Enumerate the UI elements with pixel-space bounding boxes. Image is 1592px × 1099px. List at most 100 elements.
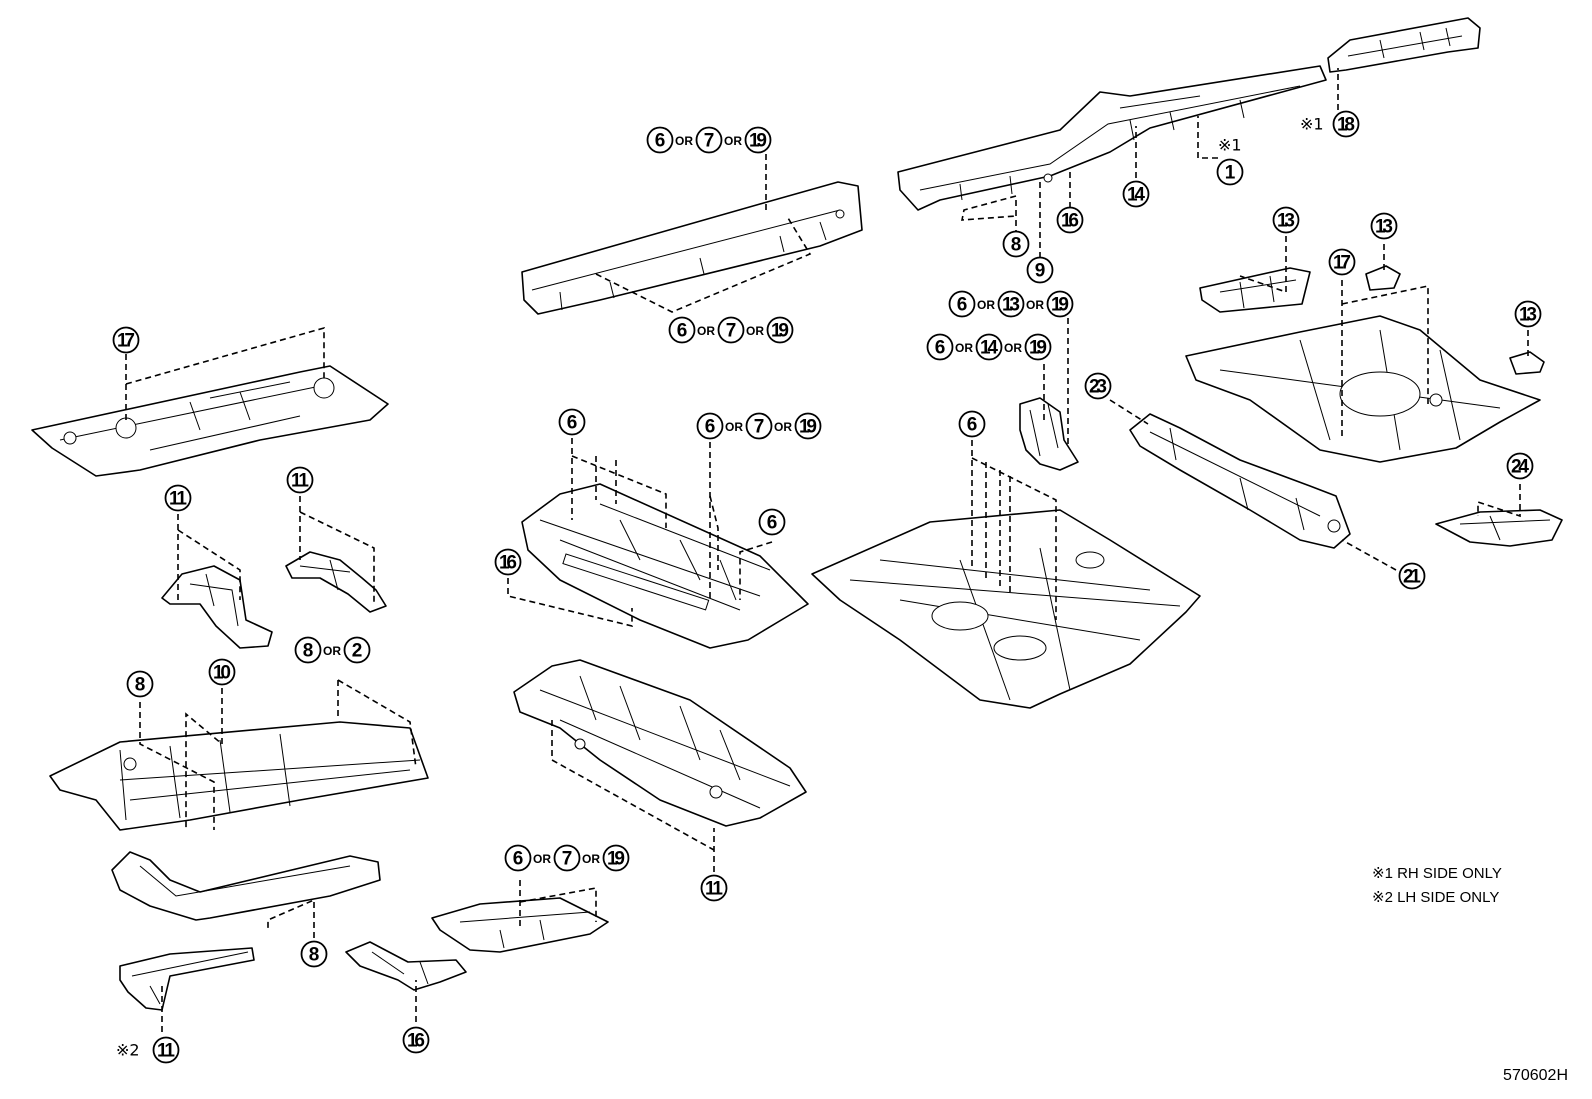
part-drawings [31, 17, 1563, 1011]
callout-circle [1216, 158, 1244, 186]
callout-number: 17 [1333, 253, 1351, 274]
connector-or: OR [1026, 298, 1044, 312]
callout-group-item: 19 [794, 412, 822, 440]
callout-circle [558, 408, 586, 436]
callout-number: 19 [799, 417, 817, 438]
callout-c1: 1 [1216, 158, 1244, 186]
callout-number: 11 [291, 471, 309, 492]
callout-circle [164, 484, 192, 512]
part-floor-tunnel-panel [521, 483, 809, 649]
part-front-floor-side-member [49, 721, 429, 831]
callout-number: 14 [980, 338, 998, 359]
connector-or: OR [955, 341, 973, 355]
connector-or: OR [582, 852, 600, 866]
callout-circle [1002, 230, 1030, 258]
callout-group-item: 8 [294, 636, 322, 664]
callout-circle [494, 548, 522, 576]
callout-c17a: 17 [112, 326, 140, 354]
connector-or: OR [675, 134, 693, 148]
callout-circle [700, 874, 728, 902]
part-rear-floor-pan [1185, 315, 1541, 463]
part-lh-bracket [119, 947, 255, 1011]
callout-c6a: 6 [558, 408, 586, 436]
note-rh-side-only: ※1 RH SIDE ONLY [1372, 865, 1502, 882]
callout-c14: 14 [1122, 180, 1150, 208]
callout-number: 6 [935, 338, 946, 359]
callout-number: 11 [157, 1041, 175, 1062]
callout-number: 7 [704, 131, 715, 152]
callout-group-item: 6 [668, 316, 696, 344]
callout-number: 6 [957, 295, 968, 316]
callout-circle [646, 126, 674, 154]
callout-circle [1332, 110, 1360, 138]
callout-circle [717, 316, 745, 344]
callout-number: 13 [1375, 217, 1393, 238]
callout-group-item: 7 [553, 844, 581, 872]
callout-number: 19 [607, 849, 625, 870]
callout-number: 8 [309, 945, 320, 966]
part-front-floor-pan [31, 365, 389, 477]
part-rear-small-pan [1199, 267, 1311, 313]
part-rear-panel-24 [1435, 509, 1563, 547]
connector-or: OR [774, 420, 792, 434]
callout-c21: 21 [1398, 562, 1426, 590]
callout-group-item: 6 [926, 333, 954, 361]
callout-number: 21 [1403, 567, 1421, 588]
callout-group-item: 2 [343, 636, 371, 664]
callout-number: 6 [513, 849, 524, 870]
part-upright-bracket [1019, 397, 1079, 471]
callout-number: 6 [655, 131, 666, 152]
part-bracket-13-right [1509, 351, 1545, 375]
part-main-floor-pan [811, 509, 1201, 709]
callout-number: 16 [499, 553, 517, 574]
callout-circle [1024, 333, 1052, 361]
callout-c8a: 8 [1002, 230, 1030, 258]
callout-c18: 18 [1332, 110, 1360, 138]
callout-circle [1122, 180, 1150, 208]
diagram-code: 570602H [1503, 1067, 1568, 1084]
connector-or: OR [977, 298, 995, 312]
callout-number: 1 [1225, 163, 1236, 184]
callout-group-item: 6 [948, 290, 976, 318]
callout-circle [286, 466, 314, 494]
callout-c13c: 13 [1514, 300, 1542, 328]
part-rear-bracket-rh [1327, 17, 1481, 73]
callout-circle [744, 126, 772, 154]
callout-c11a: 11 [164, 484, 192, 512]
callout-number: 13 [1519, 305, 1537, 326]
connector-or: OR [724, 134, 742, 148]
callout-circle [948, 290, 976, 318]
part-rear-side-member [897, 65, 1327, 211]
callout-circle [343, 636, 371, 664]
callout-number: 16 [407, 1031, 425, 1052]
callout-number: 19 [749, 131, 767, 152]
callout-number: 9 [1035, 261, 1046, 282]
callout-circle [794, 412, 822, 440]
part-bracket-11-right [285, 551, 387, 613]
note-lh-side-only: ※2 LH SIDE ONLY [1372, 889, 1499, 906]
callout-c16b: 16 [494, 548, 522, 576]
callout-number: 6 [767, 513, 778, 534]
part-bracket-16-lower [345, 941, 467, 991]
callout-circle [1398, 562, 1426, 590]
callout-circle [1056, 206, 1084, 234]
callout-number: 8 [303, 641, 314, 662]
callout-number: 10 [213, 663, 231, 684]
callout-number: 8 [1011, 235, 1022, 256]
callout-circle [766, 316, 794, 344]
callout-circle [300, 940, 328, 968]
callout-number: 18 [1337, 115, 1355, 136]
callout-group-item: 13 [997, 290, 1025, 318]
callout-circle [926, 333, 954, 361]
callout-c13a: 13 [1272, 206, 1300, 234]
callout-circle [1370, 212, 1398, 240]
callout-group-item: 7 [717, 316, 745, 344]
callout-circle [402, 1026, 430, 1054]
callout-number: 6 [705, 417, 716, 438]
callout-circle [1328, 248, 1356, 276]
connector-or: OR [746, 324, 764, 338]
callout-number: 19 [1029, 338, 1047, 359]
